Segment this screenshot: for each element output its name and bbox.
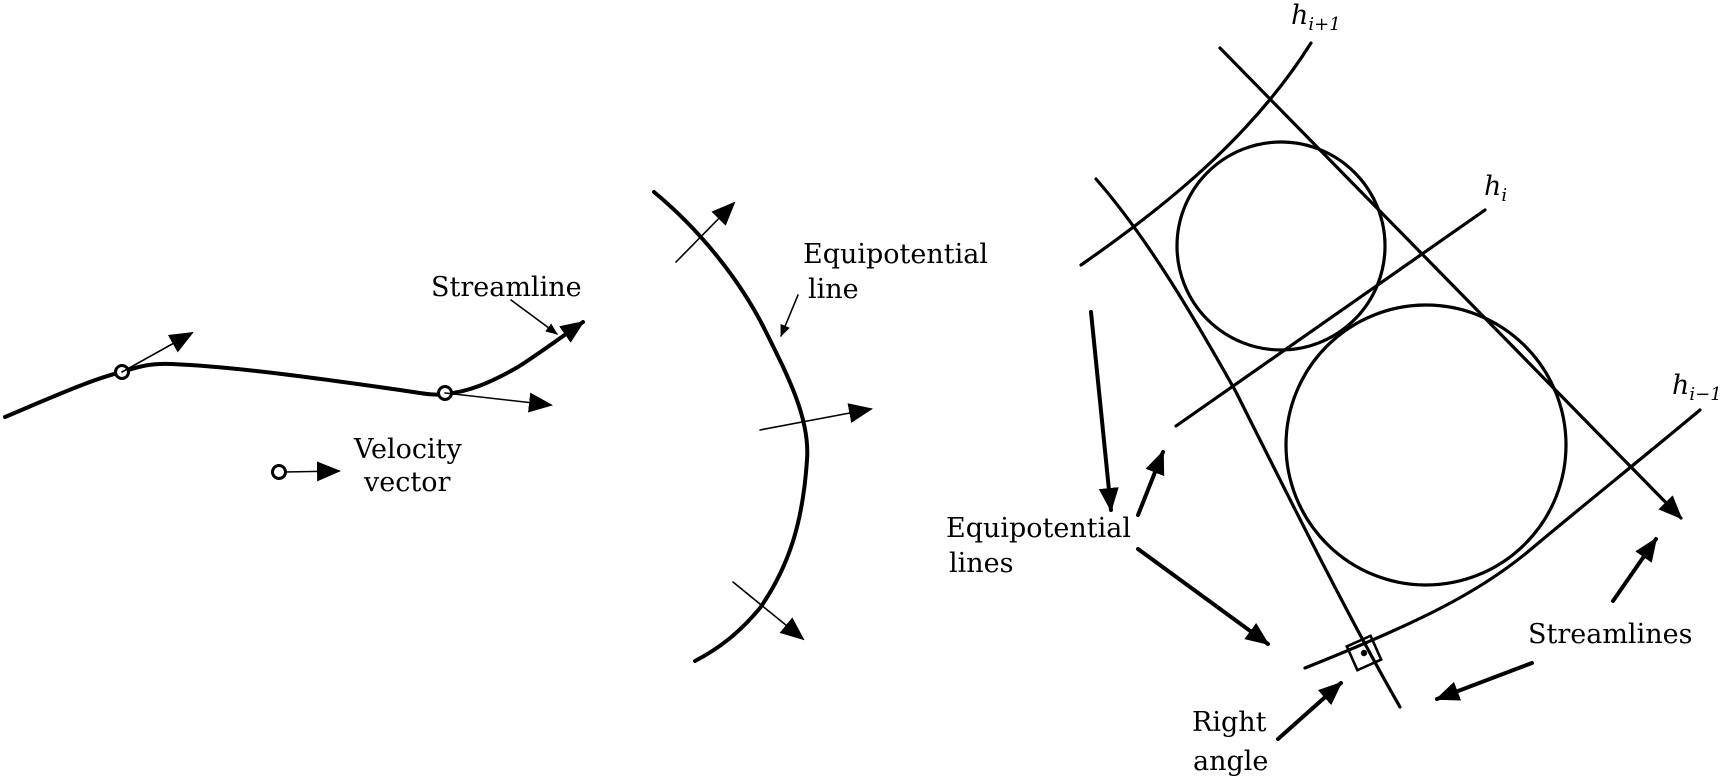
velocity-vector-2 bbox=[444, 392, 553, 413]
streamline-panel: Streamline Velocity vector bbox=[3, 272, 585, 498]
equipotential-normal-middle bbox=[759, 403, 873, 431]
inscribed-circle-upper bbox=[1175, 140, 1387, 352]
equipotential-pointer bbox=[780, 294, 799, 337]
velocity-vector-1 bbox=[121, 332, 194, 373]
equipotential-label-line1: Equipotential bbox=[803, 239, 988, 270]
equipotential-h-cur bbox=[1174, 208, 1487, 428]
equipotential-crossing-curve bbox=[1094, 177, 1402, 709]
equipotential-normal-bottom bbox=[732, 581, 805, 641]
right-angle-label-line2: angle bbox=[1193, 746, 1268, 777]
streamline-lower bbox=[1303, 408, 1702, 670]
velocity-label-line2: vector bbox=[363, 467, 450, 498]
inscribed-circle-lower bbox=[1284, 303, 1568, 587]
equipotential-pointer-up bbox=[1136, 450, 1165, 517]
equipotential-pointer-down bbox=[1089, 310, 1119, 512]
right-angle-pointer bbox=[1276, 681, 1343, 741]
equipotential-curve bbox=[652, 190, 810, 663]
right-angle-marker bbox=[1345, 634, 1383, 672]
streamlines-label: Streamlines bbox=[1528, 619, 1692, 650]
equipotential-label-line2: line bbox=[808, 274, 859, 305]
streamlines-pointer-up bbox=[1611, 537, 1658, 603]
streamline-upper bbox=[1218, 46, 1683, 520]
streamline-pointer bbox=[510, 299, 558, 335]
equipotential-lines-label-line2: lines bbox=[949, 548, 1014, 579]
head-label-h-cur: hi bbox=[1484, 171, 1507, 206]
equipotential-pointer-right bbox=[1136, 547, 1270, 646]
streamlines-pointer-left bbox=[1435, 661, 1534, 701]
equipotential-h-next bbox=[1079, 41, 1313, 267]
equipotential-normal-top bbox=[675, 201, 736, 263]
velocity-legend-arrow bbox=[284, 461, 341, 482]
streamline-curve bbox=[3, 320, 585, 419]
velocity-legend-point bbox=[271, 464, 287, 480]
flow-net-panel: Equipotential lines Streamlines Right an… bbox=[946, 0, 1722, 777]
velocity-label-line1: Velocity bbox=[353, 434, 462, 465]
equipotential-panel: Equipotential line bbox=[652, 190, 988, 663]
head-label-h-next: hi+1 bbox=[1291, 0, 1341, 35]
streamline-label: Streamline bbox=[431, 272, 582, 303]
equipotential-lines-label-line1: Equipotential bbox=[946, 513, 1131, 544]
right-angle-label-line1: Right bbox=[1192, 707, 1267, 738]
head-label-h-prev: hi−1 bbox=[1672, 370, 1722, 405]
